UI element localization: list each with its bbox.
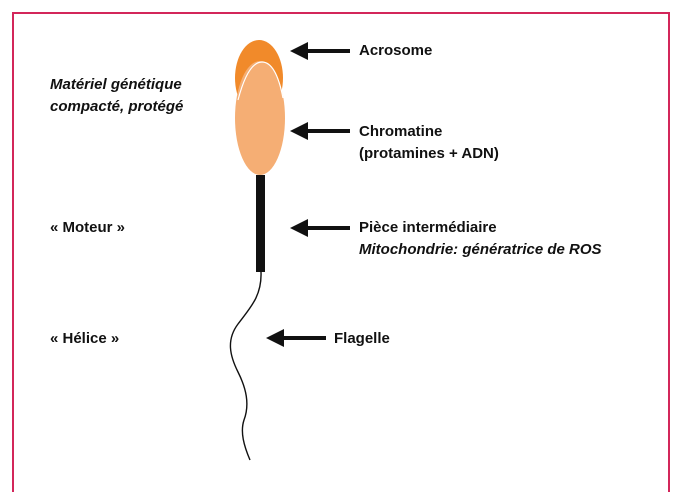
propeller-label: « Hélice »	[50, 328, 119, 350]
acrosome-label: Acrosome	[359, 40, 432, 62]
midpiece-label-line2: Mitochondrie: génératrice de ROS	[359, 239, 602, 261]
genetic-material-label-line2: compacté, protégé	[50, 96, 183, 118]
arrow-midpiece	[290, 219, 350, 237]
flagellum-shape	[230, 272, 261, 460]
arrow-chromatin	[290, 122, 350, 140]
midpiece-shape	[256, 175, 265, 272]
motor-label: « Moteur »	[50, 217, 125, 239]
chromatin-label-line2: (protamines + ADN)	[359, 143, 499, 165]
flagellum-label: Flagelle	[334, 328, 390, 350]
chromatin-label-line1: Chromatine	[359, 121, 442, 143]
midpiece-label-line1: Pièce intermédiaire	[359, 217, 497, 239]
arrow-flagellum	[266, 329, 326, 347]
genetic-material-label-line1: Matériel génétique	[50, 74, 182, 96]
arrow-acrosome	[290, 42, 350, 60]
